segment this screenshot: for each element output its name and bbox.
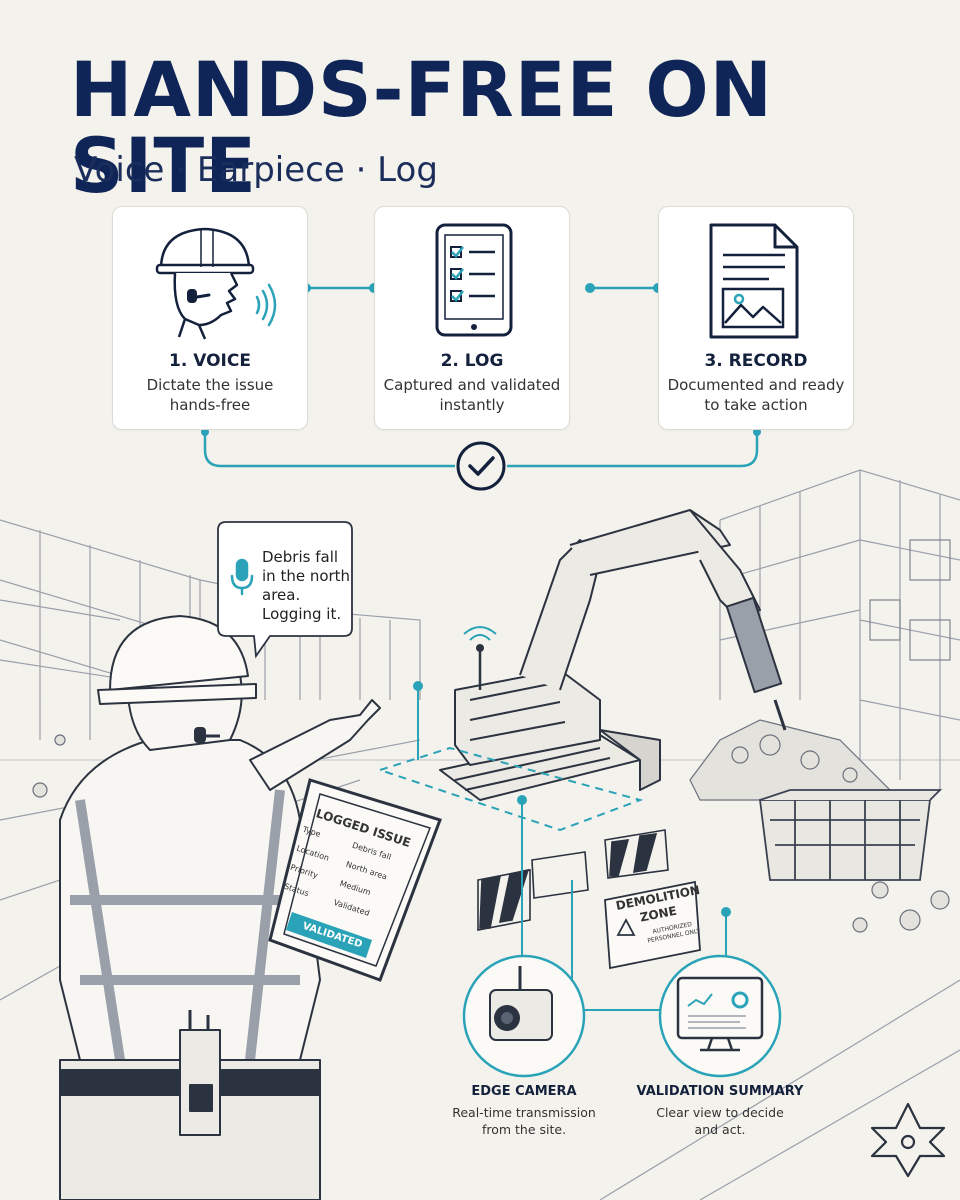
brand-logo-icon: [870, 1102, 946, 1178]
camera-icon: [462, 954, 586, 1078]
step-card-record: 3. RECORD Documented and ready to take a…: [658, 206, 854, 430]
worker-earpiece-icon: [155, 227, 277, 340]
edge-camera-description: Real-time transmission from the site.: [452, 1105, 596, 1137]
tablet-checklist-icon: [435, 223, 513, 337]
tablet-row-key: Type: [301, 824, 322, 839]
tablet-row-value: North area: [344, 859, 389, 882]
tablet-row-value: Validated: [332, 897, 371, 918]
step-description: Captured and validated instantly: [383, 376, 561, 414]
tablet-row-value: Debris fall: [350, 840, 393, 862]
page-title: HANDS-FREE ON SITE: [70, 45, 773, 210]
step-label: 1. VOICE: [169, 351, 251, 371]
step-description: Documented and ready to take action: [667, 376, 845, 414]
step-card-voice: 1. VOICE Dictate the issue hands-free: [112, 206, 308, 430]
step-label: 3. RECORD: [704, 351, 808, 371]
tablet-row-value: Medium: [338, 878, 372, 898]
tablet-row-key: Priority: [289, 862, 320, 881]
step-label: 2. LOG: [440, 351, 504, 371]
tablet-row-key: Status: [282, 881, 311, 899]
validation-summary-label: VALIDATION SUMMARY: [636, 1084, 804, 1099]
tablet-row-key: Location: [295, 843, 331, 863]
page-subtitle: Voice · Earpiece · Log: [74, 150, 438, 190]
document-image-icon: [709, 223, 799, 339]
step-card-log: 2. LOG Captured and validated instantly: [374, 206, 570, 430]
monitor-dashboard-icon: [658, 954, 782, 1078]
step-description: Dictate the issue hands-free: [146, 376, 274, 414]
speech-bubble-text: Debris fall in the north area. Logging i…: [262, 548, 351, 623]
validation-summary-description: Clear view to decide and act.: [656, 1105, 784, 1137]
edge-camera-label: EDGE CAMERA: [471, 1084, 577, 1099]
microphone-icon: [230, 558, 254, 596]
